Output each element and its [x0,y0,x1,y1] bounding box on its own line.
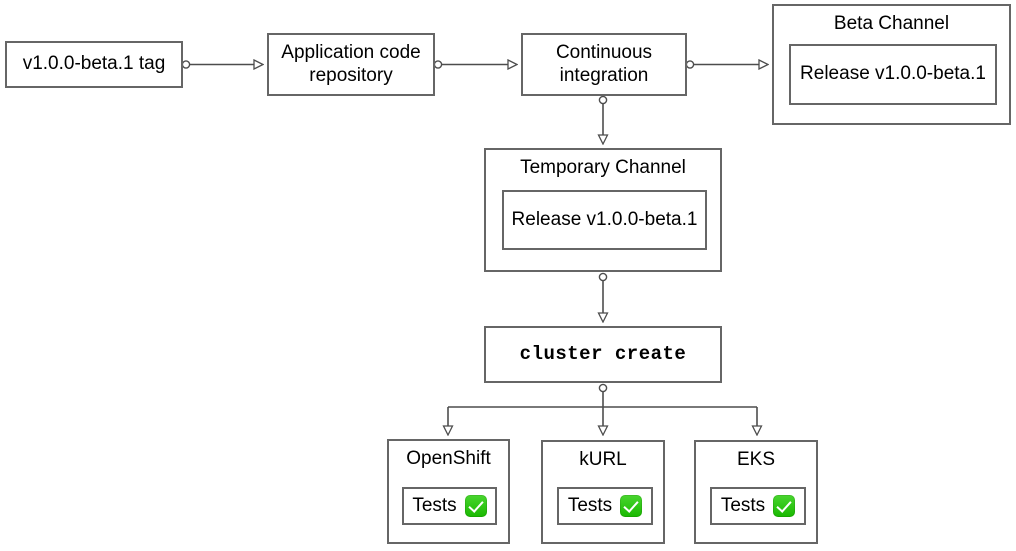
node-tag[interactable]: v1.0.0-beta.1 tag [5,41,183,88]
node-application-code-repository[interactable]: Application code repository [267,33,435,96]
node-kurl[interactable]: kURL Tests [541,440,665,544]
edge-source-dot [598,383,608,393]
node-openshift[interactable]: OpenShift Tests [387,439,510,544]
node-cluster-create-label: cluster create [519,343,687,366]
check-mark-icon [773,495,796,517]
node-temporary-channel-release-label: Release v1.0.0-beta.1 [511,208,698,230]
node-continuous-integration-label: Continuous integration [555,42,653,86]
edge-source-dot [181,60,191,69]
node-temporary-channel-title: Temporary Channel [520,157,686,178]
node-application-code-repository-label: Application code repository [281,42,421,86]
node-kurl-tests[interactable]: Tests [557,487,653,525]
node-temporary-channel-release[interactable]: Release v1.0.0-beta.1 [502,190,707,250]
node-openshift-title: OpenShift [406,448,491,469]
node-eks-tests-label: Tests [720,494,766,516]
check-mark-icon [620,495,643,517]
node-continuous-integration[interactable]: Continuous integration [521,33,687,96]
node-beta-channel[interactable]: Beta Channel Release v1.0.0-beta.1 [772,4,1011,125]
node-openshift-tests-label: Tests [412,494,457,516]
edge-source-dot [433,60,443,69]
node-cluster-create[interactable]: cluster create [484,326,722,383]
node-temporary-channel[interactable]: Temporary Channel Release v1.0.0-beta.1 [484,148,722,272]
node-beta-channel-title: Beta Channel [833,13,950,34]
edge-source-dot [685,60,695,69]
edge-source-dot [598,272,608,282]
node-openshift-tests[interactable]: Tests [402,487,497,525]
node-kurl-tests-label: Tests [567,494,613,516]
node-beta-channel-release-label: Release v1.0.0-beta.1 [800,63,986,85]
check-mark-icon [464,495,487,517]
node-eks-title: EKS [736,449,776,470]
node-eks-tests[interactable]: Tests [710,487,806,525]
edge-source-dot [598,95,608,105]
node-tag-label: v1.0.0-beta.1 tag [22,53,166,75]
node-beta-channel-release[interactable]: Release v1.0.0-beta.1 [789,44,997,105]
node-eks[interactable]: EKS Tests [694,440,818,544]
node-kurl-title: kURL [579,449,627,470]
